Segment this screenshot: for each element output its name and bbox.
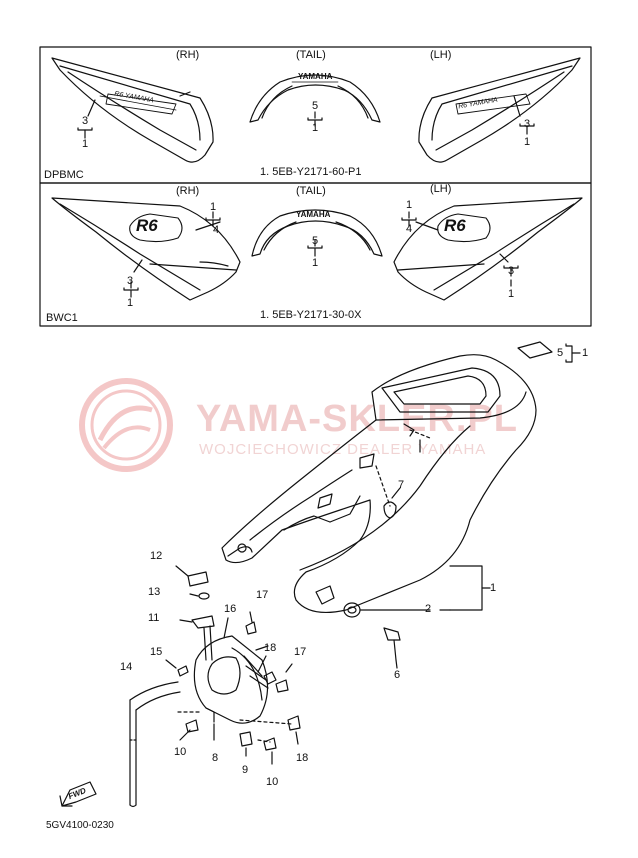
bottom-tail-label: (TAIL) (296, 185, 326, 197)
callout-15: 15 (150, 646, 163, 658)
callout-bottom-rh-1: 1 (210, 201, 217, 213)
bottom-rh-label: (RH) (176, 185, 200, 197)
bottom-panel-code: BWC1 (46, 312, 78, 324)
callout-top-lh-1: 1 (524, 136, 531, 148)
callout-top-lh-3: 3 (524, 118, 531, 130)
callout-1-emblem: 1 (582, 347, 589, 359)
watermark-subtitle: WOJCIECHOWICZ DEALER YAMAHA (199, 441, 487, 458)
callout-11: 11 (148, 612, 160, 624)
callout-9: 9 (242, 764, 249, 776)
callout-top-tail-5: 5 (312, 100, 319, 112)
rh-logo-bottom: R6 (136, 216, 158, 235)
callout-bottom-lh-4: 4 (406, 223, 413, 235)
callout-17-top: 17 (256, 589, 269, 601)
callout-bottom-rh-1b: 1 (127, 297, 134, 309)
callout-16: 16 (224, 603, 237, 615)
top-panel-code: DPBMC (44, 169, 84, 181)
bottom-panel-part-no: 1. 5EB-Y2171-30-0X (260, 309, 362, 321)
callout-12: 12 (150, 550, 163, 562)
tail-brand-label-top: YAMAHA (298, 72, 333, 81)
callout-top-tail-1: 1 (312, 122, 319, 134)
callout-top-rh-3: 3 (82, 115, 89, 127)
callout-bottom-lh-1b: 1 (508, 288, 515, 300)
callout-8: 8 (212, 752, 219, 764)
callout-1-seat: 1 (490, 582, 497, 594)
tail-brand-label-bottom: YAMAHA (296, 210, 331, 219)
top-rh-label: (RH) (176, 49, 200, 61)
top-lh-label: (LH) (430, 49, 452, 61)
callout-5-emblem: 5 (557, 347, 564, 359)
callout-14: 14 (120, 661, 133, 673)
callout-bottom-lh-1: 1 (406, 199, 413, 211)
lh-logo-bottom: R6 (444, 216, 466, 235)
callout-18-top: 18 (264, 642, 277, 654)
callout-18-bottom: 18 (296, 752, 309, 764)
callout-10-bottom: 10 (266, 776, 279, 788)
callout-bottom-tail-1: 1 (312, 257, 319, 269)
watermark-title: YAMA-SKLER.PL (196, 398, 518, 440)
callout-top-rh-1: 1 (82, 138, 89, 150)
callout-13: 13 (148, 586, 161, 598)
callout-7: 7 (398, 479, 405, 491)
callout-10-left: 10 (174, 746, 187, 758)
top-tail-label: (TAIL) (296, 49, 326, 61)
callout-6: 6 (394, 669, 401, 681)
callout-bottom-rh-4: 4 (213, 224, 220, 236)
top-panel-part-no: 1. 5EB-Y2171-60-P1 (260, 166, 362, 178)
bottom-lh-label: (LH) (430, 183, 452, 195)
callout-bottom-lh-3: 3 (508, 265, 515, 277)
callout-2: 2 (425, 603, 432, 615)
callout-bottom-tail-5: 5 (312, 235, 319, 247)
callout-17-right: 17 (294, 646, 307, 658)
callout-bottom-rh-3: 3 (127, 275, 134, 287)
diagram-code: 5GV4100-0230 (46, 820, 114, 831)
